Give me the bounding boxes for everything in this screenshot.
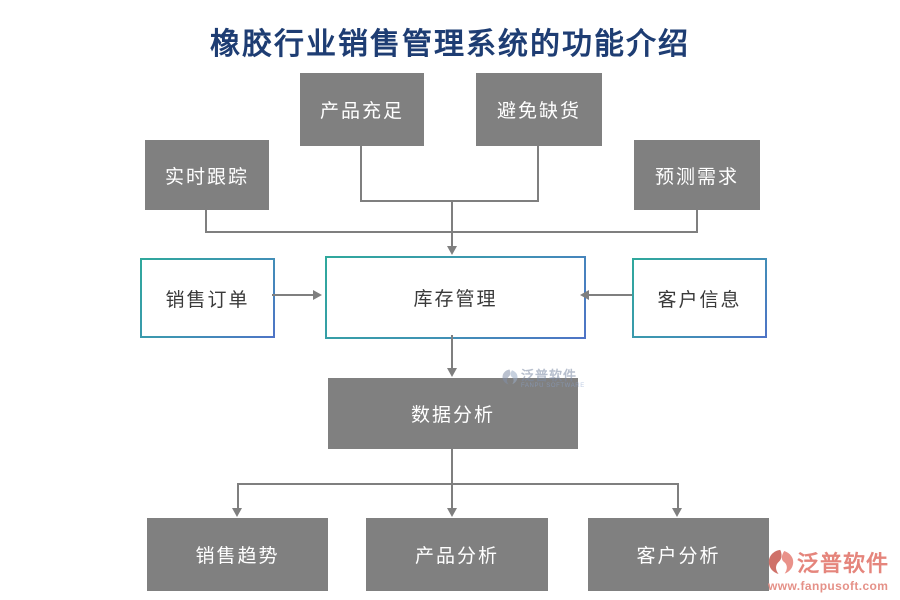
connector-forecast-demand-down bbox=[696, 210, 698, 233]
connector-data-analysis-down bbox=[451, 449, 453, 509]
arrowhead-customer-info-to-inventory bbox=[580, 290, 589, 300]
fanpu-watermark: 泛普软件 FANPU SOFTWARE bbox=[502, 369, 585, 390]
connector-to-sales-trend bbox=[237, 484, 239, 509]
arrowhead-into-product-analysis bbox=[447, 508, 457, 517]
fanpu-logo: 泛普软件 www.fanpusoft.com bbox=[768, 546, 889, 593]
node-customer-info: 客户信息 bbox=[632, 258, 767, 338]
fanpu-logo-icon bbox=[768, 549, 794, 575]
node-product-analysis: 产品分析 bbox=[366, 518, 548, 591]
fanpu-logo-brand: 泛普软件 bbox=[797, 551, 890, 576]
fanpu-watermark-subtitle: FANPU SOFTWARE bbox=[521, 383, 585, 389]
node-product-sufficient: 产品充足 bbox=[300, 73, 424, 146]
node-data-analysis: 数据分析 bbox=[328, 378, 578, 449]
node-realtime-tracking: 实时跟踪 bbox=[145, 140, 269, 210]
arrowhead-into-data-analysis bbox=[447, 368, 457, 377]
node-forecast-demand: 预测需求 bbox=[634, 140, 760, 210]
node-sales-order: 销售订单 bbox=[140, 258, 275, 338]
connector-inventory-to-data-analysis bbox=[451, 335, 453, 369]
fanpu-watermark-icon bbox=[502, 369, 518, 390]
connector-customer-info-to-inventory bbox=[589, 294, 632, 296]
connector-avoid-shortage-down bbox=[537, 146, 539, 202]
node-inventory-management: 库存管理 bbox=[325, 256, 586, 339]
diagram-title: 橡胶行业销售管理系统的功能介绍 bbox=[210, 28, 690, 61]
arrowhead-sales-order-to-inventory bbox=[313, 290, 322, 300]
arrowhead-into-inventory-top bbox=[447, 246, 457, 255]
connector-realtime-tracking-down bbox=[205, 210, 207, 233]
node-customer-analysis: 客户分析 bbox=[588, 518, 769, 591]
node-avoid-shortage: 避免缺货 bbox=[476, 73, 602, 146]
connector-center-to-inventory bbox=[451, 200, 453, 247]
arrowhead-into-customer-analysis bbox=[672, 508, 682, 517]
connector-bottom-bracket bbox=[237, 483, 679, 485]
connector-top-bracket bbox=[360, 200, 539, 202]
connector-sales-order-to-inventory bbox=[272, 294, 315, 296]
fanpu-watermark-brand: 泛普软件 bbox=[521, 368, 578, 383]
connector-product-sufficient-down bbox=[360, 146, 362, 202]
fanpu-logo-url: www.fanpusoft.com bbox=[768, 579, 889, 593]
arrowhead-into-sales-trend bbox=[232, 508, 242, 517]
connector-to-customer-analysis bbox=[677, 484, 679, 509]
node-sales-trend: 销售趋势 bbox=[147, 518, 328, 591]
